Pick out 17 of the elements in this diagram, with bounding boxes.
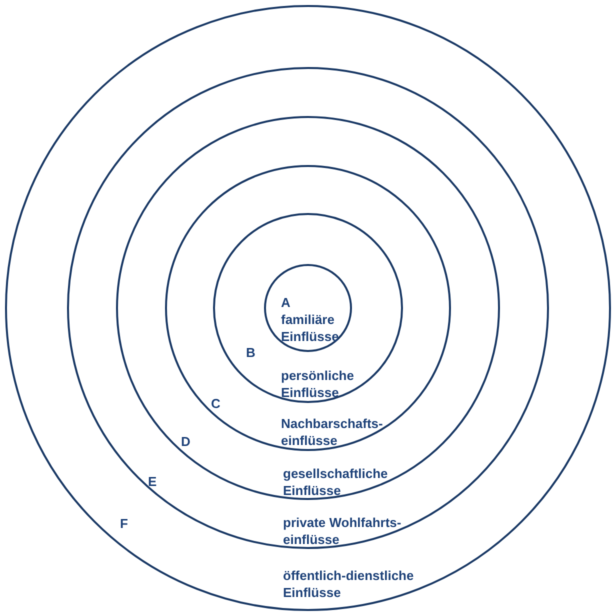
ring-label: gesellschaftliche Einflüsse: [283, 465, 389, 499]
ring-letter: B: [246, 344, 256, 361]
ring-letter: D: [181, 433, 190, 450]
ring-label: öffentlich-dienstliche Einflüsse: [283, 567, 415, 601]
ring-label: Nachbarschafts- einflüsse: [281, 415, 384, 449]
ring-label: private Wohlfahrts- einflüsse: [283, 514, 402, 548]
ring: [67, 67, 549, 549]
ring-letter: F: [120, 515, 128, 532]
ring: [165, 165, 451, 451]
ring-letter: C: [211, 395, 220, 412]
ring: [5, 5, 611, 611]
ring-label: persönliche Einflüsse: [281, 367, 355, 401]
ring-letter: E: [148, 473, 157, 490]
ring: [116, 116, 500, 500]
ring-label: familiäre Einflüsse: [281, 311, 340, 345]
ring-letter: A: [281, 294, 290, 311]
ring: [264, 264, 352, 352]
